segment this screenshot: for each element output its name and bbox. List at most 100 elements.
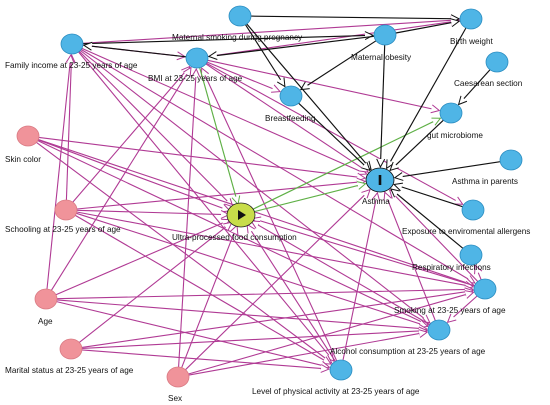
node-shape-marital[interactable] xyxy=(59,338,83,360)
node-label-mat-smoking: Maternal smoking during pregnancy xyxy=(172,33,303,42)
edge-skin-to-upf xyxy=(38,139,230,211)
node-birth-weight[interactable] xyxy=(459,8,483,30)
node-shape-caesarean[interactable] xyxy=(485,51,509,73)
edge-smoking-to-upf xyxy=(252,219,475,287)
node-shape-alcohol[interactable] xyxy=(427,319,451,341)
node-sex[interactable] xyxy=(166,366,190,388)
edge-bmi-to-asthma xyxy=(205,63,368,172)
edge-schooling-to-phys_act xyxy=(75,214,331,364)
node-shape-resp-inf[interactable] xyxy=(459,244,483,266)
edge-age-to-bmi xyxy=(50,68,191,291)
node-caesarean[interactable] xyxy=(485,51,509,73)
node-label-schooling: Schooling at 23-25 years of age xyxy=(5,225,121,234)
edge-phys_act-to-bmi xyxy=(202,68,338,362)
edge-fam_income-to-smoking xyxy=(80,49,475,284)
node-age[interactable] xyxy=(34,288,58,310)
edge-mat_obesity-to-birth_weight xyxy=(395,21,459,34)
node-bmi[interactable] xyxy=(185,47,209,69)
node-breastfeeding[interactable] xyxy=(279,85,303,107)
node-shape-mat-obesity[interactable] xyxy=(373,24,397,46)
node-alcohol[interactable] xyxy=(427,319,451,341)
node-phys-act[interactable] xyxy=(329,359,353,381)
edge-sex-to-upf xyxy=(181,225,237,368)
node-schooling[interactable] xyxy=(54,199,78,221)
edge-sex-to-alcohol xyxy=(188,332,427,376)
edge-mat_smoking-to-asthma xyxy=(246,23,371,170)
edge-breastfeeding-to-asthma xyxy=(298,102,370,170)
node-label-marital: Marital status at 23-25 years of age xyxy=(5,366,134,375)
edge-asthma_parents-to-asthma xyxy=(395,161,501,178)
edge-fam_income-to-upf xyxy=(79,51,233,206)
node-shape-bmi[interactable] xyxy=(185,47,209,69)
node-label-asthma-parents: Asthma in parents xyxy=(452,177,518,186)
node-shape-breastfeeding[interactable] xyxy=(279,85,303,107)
node-label-alcohol: Alcohol consumption at 23-25 years of ag… xyxy=(330,347,486,356)
node-allergens[interactable] xyxy=(461,199,485,221)
edge-schooling-to-bmi xyxy=(72,67,190,203)
node-shape-allergens[interactable] xyxy=(461,199,485,221)
node-smoking[interactable] xyxy=(473,278,497,300)
edge-schooling-to-upf xyxy=(76,209,229,214)
node-shape-skin[interactable] xyxy=(16,125,40,147)
edge-sex-to-asthma xyxy=(185,190,371,371)
edge-alcohol-to-asthma xyxy=(385,192,436,321)
node-label-age: Age xyxy=(38,317,53,326)
edge-mat_smoking-to-breastfeeding xyxy=(245,24,285,87)
exposure-play-icon xyxy=(238,210,246,220)
edge-schooling-to-fam_income xyxy=(65,55,71,201)
edge-age-to-smoking xyxy=(56,289,473,300)
node-mat-obesity[interactable] xyxy=(373,24,397,46)
node-shape-fam-income[interactable] xyxy=(60,33,84,55)
edge-marital-to-phys_act xyxy=(81,349,329,369)
node-label-upf: Ultra-processed food consumption xyxy=(172,233,297,242)
edge-bmi-to-allergens xyxy=(206,62,462,204)
nodes-layer xyxy=(16,5,523,388)
edge-bmi-to-breastfeeding xyxy=(206,61,280,92)
node-asthma[interactable] xyxy=(365,167,395,193)
node-asthma-parents[interactable] xyxy=(499,149,523,171)
node-label-sex: Sex xyxy=(168,394,182,403)
edge-marital-to-smoking xyxy=(81,291,473,348)
node-label-breastfeeding: Breastfeeding xyxy=(265,114,316,123)
node-shape-gut[interactable] xyxy=(439,102,463,124)
edge-skin-to-asthma xyxy=(38,136,365,178)
node-shape-schooling[interactable] xyxy=(54,199,78,221)
node-skin[interactable] xyxy=(16,125,40,147)
node-shape-asthma-parents[interactable] xyxy=(499,149,523,171)
node-shape-sex[interactable] xyxy=(166,366,190,388)
node-label-gut: gut microbiome xyxy=(427,131,483,140)
node-label-mat-obesity: Maternal obesity xyxy=(351,53,412,62)
edge-gut-to-asthma xyxy=(390,119,444,170)
node-resp-inf[interactable] xyxy=(459,244,483,266)
edge-marital-to-alcohol xyxy=(81,331,427,349)
node-gut[interactable] xyxy=(439,102,463,124)
node-fam-income[interactable] xyxy=(60,33,84,55)
node-label-allergens: Exposure to enviromental allergens xyxy=(402,227,530,236)
edge-bmi-to-fam_income xyxy=(84,45,187,58)
edge-mat_obesity-to-breastfeeding xyxy=(301,40,377,90)
edges-layer xyxy=(36,16,501,376)
node-label-smoking: Smoking at 23-25 years of age xyxy=(394,306,506,315)
edge-smoking-to-asthma xyxy=(390,190,479,282)
edge-bmi-to-birth_weight xyxy=(207,21,459,58)
node-shape-birth-weight[interactable] xyxy=(459,8,483,30)
node-shape-smoking[interactable] xyxy=(473,278,497,300)
node-shape-phys-act[interactable] xyxy=(329,359,353,381)
edge-fam_income-to-mat_obesity xyxy=(82,35,373,45)
node-shape-age[interactable] xyxy=(34,288,58,310)
node-marital[interactable] xyxy=(59,338,83,360)
labels-layer: Family income at 23-25 years of ageMater… xyxy=(5,33,530,403)
node-label-phys-act: Level of physical activity at 23-25 year… xyxy=(252,387,420,396)
node-mat-smoking[interactable] xyxy=(228,5,252,27)
node-shape-mat-smoking[interactable] xyxy=(228,5,252,27)
edge-alcohol-to-upf xyxy=(251,221,430,326)
node-upf[interactable] xyxy=(226,202,256,228)
edge-schooling-to-alcohol xyxy=(76,212,427,326)
edge-upf-to-asthma xyxy=(251,184,366,213)
edge-marital-to-upf xyxy=(78,222,232,343)
edge-upf-to-gut xyxy=(250,118,441,211)
edge-phys_act-to-asthma xyxy=(342,193,377,361)
edge-mat_obesity-to-bmi xyxy=(209,35,375,56)
